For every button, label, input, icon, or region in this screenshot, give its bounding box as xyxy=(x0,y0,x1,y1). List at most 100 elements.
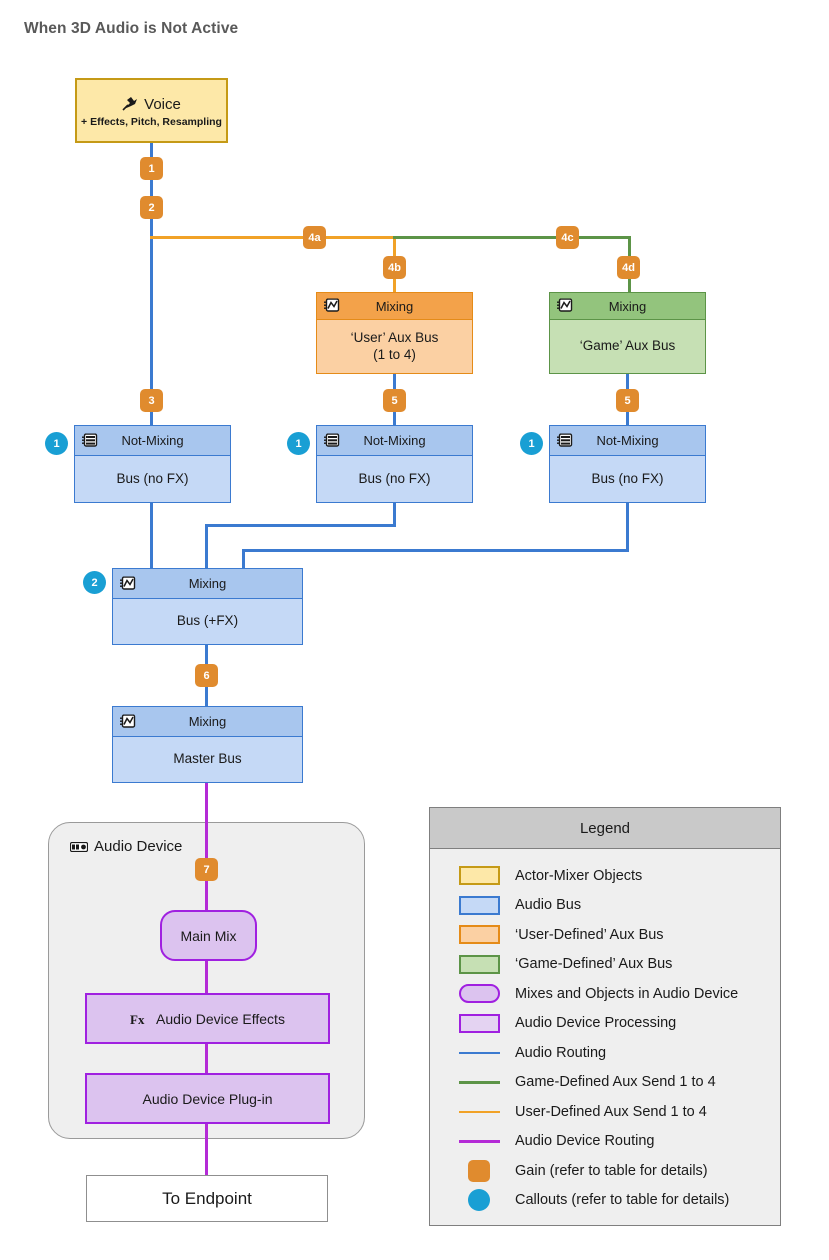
legend-line-icon xyxy=(459,1140,500,1143)
legend-line-icon xyxy=(459,1051,500,1054)
node-main-mix[interactable]: Main Mix xyxy=(160,910,257,961)
audio-device-effects-label: Audio Device Effects xyxy=(156,1010,285,1027)
node-bus-mid[interactable]: Not-Mixing Bus (no FX) xyxy=(316,425,473,503)
gain-badge-4d[interactable]: 4d xyxy=(617,256,640,279)
node-endpoint[interactable]: To Endpoint xyxy=(86,1175,328,1222)
node-game-aux-bus[interactable]: Mixing ‘Game’ Aux Bus xyxy=(549,292,706,374)
callout-badge-1-mid[interactable]: 1 xyxy=(287,432,310,455)
legend-label: Game-Defined Aux Send 1 to 4 xyxy=(515,1074,716,1091)
edge-bus-left-to-mixing-bus xyxy=(150,503,153,570)
master-bus-header-label: Mixing xyxy=(188,714,227,729)
legend-label: ‘User-Defined’ Aux Bus xyxy=(515,926,664,943)
page-title: When 3D Audio is Not Active xyxy=(24,20,239,37)
callout-badge-1-right[interactable]: 1 xyxy=(520,432,543,455)
bus-left-body: Bus (no FX) xyxy=(74,456,231,503)
edge-bus-right-down-2 xyxy=(242,549,245,570)
callout-badge-2[interactable]: 2 xyxy=(83,571,106,594)
legend-marker-wrap xyxy=(459,895,515,915)
gain-badge-4b[interactable]: 4b xyxy=(383,256,406,279)
voice-icon xyxy=(122,97,138,111)
legend-marker-wrap xyxy=(459,1110,515,1113)
gain-badge-2[interactable]: 2 xyxy=(140,196,163,219)
fx-icon: Fx xyxy=(130,1012,145,1026)
bus-right-body: Bus (no FX) xyxy=(549,456,706,503)
legend-label: Audio Bus xyxy=(515,897,582,914)
legend-marker-wrap xyxy=(459,1140,515,1143)
bus-right-header: Not-Mixing xyxy=(549,425,706,456)
gain-badge-7[interactable]: 7 xyxy=(195,858,218,881)
bus-mid-header: Not-Mixing xyxy=(316,425,473,456)
not-mixing-icon xyxy=(82,433,98,447)
legend-marker-wrap xyxy=(459,984,515,1004)
audio-device-label-row: Audio Device xyxy=(70,838,182,855)
gain-badge-5-right[interactable]: 5 xyxy=(616,389,639,412)
legend-row: Audio Bus xyxy=(430,891,780,921)
legend-marker-wrap xyxy=(459,866,515,886)
game-aux-header-label: Mixing xyxy=(608,298,647,314)
edge-effects-to-plugin xyxy=(205,1043,208,1075)
not-mixing-icon xyxy=(557,433,573,447)
game-aux-header: Mixing xyxy=(549,292,706,320)
legend-row: Audio Routing xyxy=(430,1038,780,1068)
legend-marker-wrap xyxy=(459,1013,515,1033)
mixing-bus-fx-header-label: Mixing xyxy=(188,576,227,591)
voice-subtitle: + Effects, Pitch, Resampling xyxy=(81,115,222,128)
audio-device-label: Audio Device xyxy=(94,838,183,855)
mixing-icon xyxy=(557,298,573,312)
legend-label: Mixes and Objects in Audio Device xyxy=(515,985,739,1002)
node-master-bus[interactable]: Mixing Master Bus xyxy=(112,706,303,783)
mixing-icon xyxy=(324,298,340,312)
gain-badge-1[interactable]: 1 xyxy=(140,157,163,180)
user-aux-header-label: Mixing xyxy=(375,298,414,314)
user-aux-body: ‘User’ Aux Bus (1 to 4) xyxy=(316,320,473,374)
node-mixing-bus-fx[interactable]: Mixing Bus (+FX) xyxy=(112,568,303,645)
legend-row: Mixes and Objects in Audio Device xyxy=(430,979,780,1009)
bus-left-header: Not-Mixing xyxy=(74,425,231,456)
edge-bus-right-down-1 xyxy=(626,503,629,551)
node-user-aux-bus[interactable]: Mixing ‘User’ Aux Bus (1 to 4) xyxy=(316,292,473,374)
user-aux-body-line2: (1 to 4) xyxy=(373,346,416,362)
user-aux-header: Mixing xyxy=(316,292,473,320)
gain-badge-4c[interactable]: 4c xyxy=(556,226,579,249)
legend-row: Audio Device Processing xyxy=(430,1009,780,1039)
legend-label: Audio Device Processing xyxy=(515,1015,677,1032)
node-voice[interactable]: Voice + Effects, Pitch, Resampling xyxy=(75,78,228,143)
node-bus-left[interactable]: Not-Mixing Bus (no FX) xyxy=(74,425,231,503)
master-bus-body: Master Bus xyxy=(112,737,303,783)
legend-marker-wrap xyxy=(459,1159,515,1182)
legend-row: ‘Game-Defined’ Aux Bus xyxy=(430,950,780,980)
legend-title: Legend xyxy=(430,808,780,849)
callout-badge-1-left[interactable]: 1 xyxy=(45,432,68,455)
legend-row: Actor-Mixer Objects xyxy=(430,861,780,891)
audio-device-plugin-label: Audio Device Plug-in xyxy=(142,1090,273,1107)
node-audio-device-plugin[interactable]: Audio Device Plug-in xyxy=(85,1073,330,1124)
legend-callout-circle-icon xyxy=(468,1189,490,1212)
not-mixing-icon xyxy=(324,433,340,447)
svg-text:Fx: Fx xyxy=(130,1012,145,1026)
edge-bus-mid-left xyxy=(205,524,396,527)
legend-row: User-Defined Aux Send 1 to 4 xyxy=(430,1097,780,1127)
legend-row: Callouts (refer to table for details) xyxy=(430,1186,780,1216)
gain-badge-6[interactable]: 6 xyxy=(195,664,218,687)
edge-master-bus-to-main-mix xyxy=(205,782,208,912)
legend-swatch-icon xyxy=(459,954,500,974)
bus-mid-header-label: Not-Mixing xyxy=(363,433,426,448)
edge-user-aux-send-horizontal xyxy=(150,236,396,239)
legend-row: Gain (refer to table for details) xyxy=(430,1156,780,1186)
edge-bus-mid-down-2 xyxy=(205,524,208,570)
legend-marker-wrap xyxy=(459,1189,515,1212)
legend-label: Audio Device Routing xyxy=(515,1133,655,1150)
edge-voice-to-bus-left xyxy=(150,143,153,427)
gain-badge-4a[interactable]: 4a xyxy=(303,226,326,249)
node-audio-device-effects[interactable]: Fx Audio Device Effects xyxy=(85,993,330,1044)
legend-row: ‘User-Defined’ Aux Bus xyxy=(430,920,780,950)
edge-plugin-to-endpoint xyxy=(205,1124,208,1177)
legend-label: User-Defined Aux Send 1 to 4 xyxy=(515,1103,707,1120)
node-bus-right[interactable]: Not-Mixing Bus (no FX) xyxy=(549,425,706,503)
gain-badge-5-mid[interactable]: 5 xyxy=(383,389,406,412)
gain-badge-3[interactable]: 3 xyxy=(140,389,163,412)
mixing-icon xyxy=(120,714,136,728)
legend-marker-wrap xyxy=(459,1051,515,1054)
